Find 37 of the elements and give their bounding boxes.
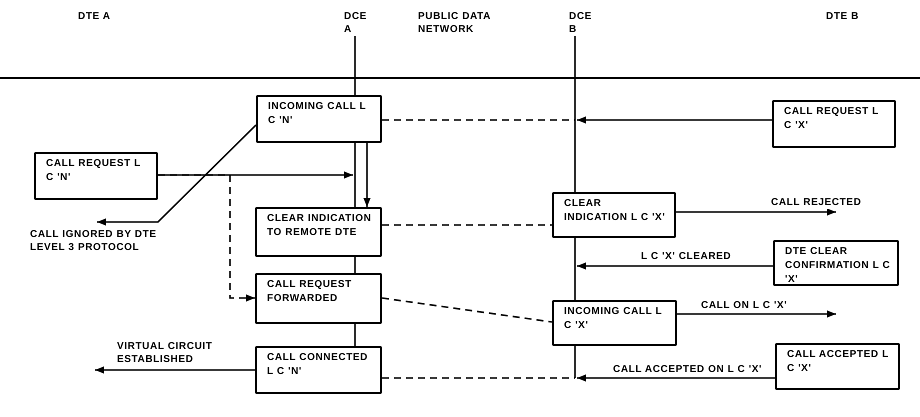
connector-line <box>574 346 576 378</box>
message-box: CALL CONNECTED L C 'N' <box>255 346 382 394</box>
arrow <box>158 174 255 302</box>
arrow <box>577 262 773 270</box>
dashed-line <box>382 377 575 379</box>
message-box: DTE CLEAR CONFIRMATION L C 'X' <box>773 240 899 286</box>
column-heading: DCE A <box>344 10 374 36</box>
connector-line <box>574 36 576 192</box>
message-box: CLEAR INDICATION L C 'X' <box>552 192 676 238</box>
dashed-line <box>382 297 552 323</box>
column-heading: DTE B <box>826 10 860 23</box>
message-box: CALL REQUEST L C 'N' <box>34 152 158 200</box>
connector-line <box>574 238 576 300</box>
column-heading: DCE B <box>569 10 599 36</box>
connector-line <box>354 324 356 346</box>
dashed-line <box>382 224 552 226</box>
connector-line <box>354 36 356 95</box>
arrow <box>577 374 775 382</box>
arrow <box>97 124 257 226</box>
message-box: INCOMING CALL L C 'N' <box>256 95 382 143</box>
connector-line <box>354 143 356 207</box>
arrow <box>95 366 255 374</box>
message-box: INCOMING CALL L C 'X' <box>552 300 677 346</box>
arrow <box>577 116 772 124</box>
edge-label: CALL REJECTED <box>770 196 862 209</box>
note-text: CALL IGNORED BY DTE LEVEL 3 PROTOCOL <box>30 222 180 254</box>
arrow <box>677 310 836 318</box>
connector-line <box>354 257 356 273</box>
message-box: CLEAR INDICATION TO REMOTE DTE <box>255 207 382 257</box>
arrow <box>363 143 371 207</box>
message-box: CALL REQUEST L C 'X' <box>772 100 896 148</box>
message-box: CALL ACCEPTED L C 'X' <box>775 343 900 390</box>
column-heading: DTE A <box>78 10 112 23</box>
dashed-line <box>382 119 575 121</box>
arrow <box>676 208 836 216</box>
message-box: CALL REQUEST FORWARDED <box>255 273 382 324</box>
column-heading: PUBLIC DATA NETWORK <box>418 10 492 36</box>
